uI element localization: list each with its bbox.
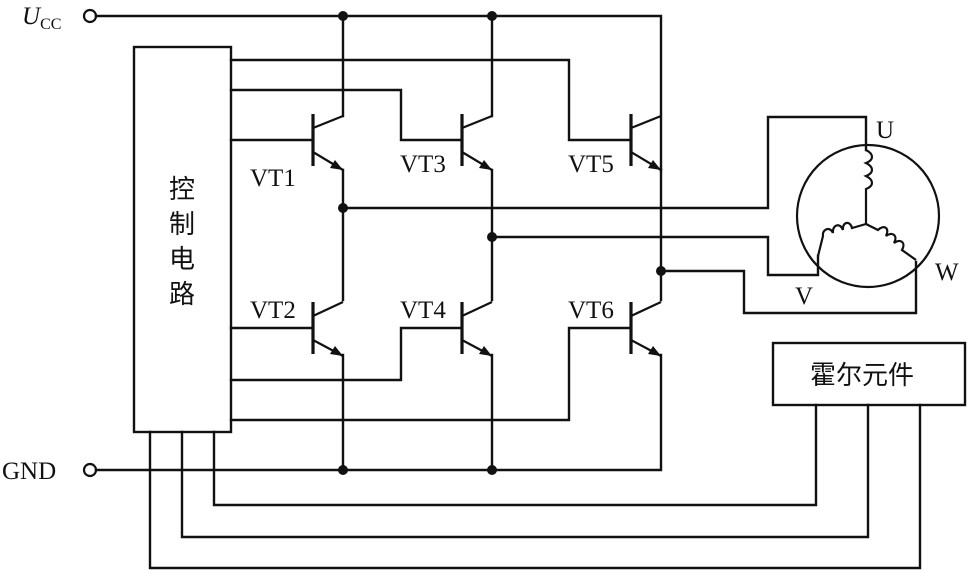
ucc-junction-2 xyxy=(487,11,497,21)
ucc-terminal xyxy=(82,8,98,24)
transistor-vt6 xyxy=(629,301,662,357)
phase-wires xyxy=(338,115,918,315)
control-char-2: 制 xyxy=(169,210,195,240)
gnd-label: GND xyxy=(2,458,56,485)
node-w xyxy=(656,266,666,276)
control-char-4: 路 xyxy=(169,280,195,310)
label-vt1: VT1 xyxy=(250,165,296,192)
motor-stator-circle xyxy=(795,143,941,289)
node-u xyxy=(338,203,348,213)
label-vt5: VT5 xyxy=(568,151,614,178)
gnd-junction-1 xyxy=(338,465,348,475)
control-char-3: 电 xyxy=(169,245,195,275)
transistor-vt4 xyxy=(460,301,493,357)
node-v xyxy=(487,232,497,242)
label-vt3: VT3 xyxy=(400,151,446,178)
hall-element-label: 霍尔元件 xyxy=(810,361,914,391)
label-vt2: VT2 xyxy=(250,297,296,324)
label-vt4: VT4 xyxy=(400,297,446,324)
transistor-vt5 xyxy=(629,114,662,171)
transistor-vt1 xyxy=(311,114,344,171)
control-char-1: 控 xyxy=(169,175,195,205)
gnd-terminal xyxy=(82,462,98,478)
hall-element-box xyxy=(771,341,967,407)
gnd-junction-2 xyxy=(487,465,497,475)
ucc-rail xyxy=(82,8,663,172)
ucc-junction-1 xyxy=(338,11,348,21)
motor-phase-u-label: U xyxy=(876,117,894,144)
transistor-vt3 xyxy=(460,114,493,171)
motor xyxy=(795,143,941,289)
hall-feedback-wires xyxy=(148,403,922,570)
ucc-label: UCC xyxy=(22,3,61,33)
gate-drive-wires xyxy=(229,58,633,422)
motor-phase-w-label: W xyxy=(935,259,959,286)
motor-phase-v-label: V xyxy=(795,283,813,310)
gnd-rail xyxy=(82,353,663,478)
label-vt6: VT6 xyxy=(568,297,614,324)
transistor-vt2 xyxy=(311,301,344,357)
